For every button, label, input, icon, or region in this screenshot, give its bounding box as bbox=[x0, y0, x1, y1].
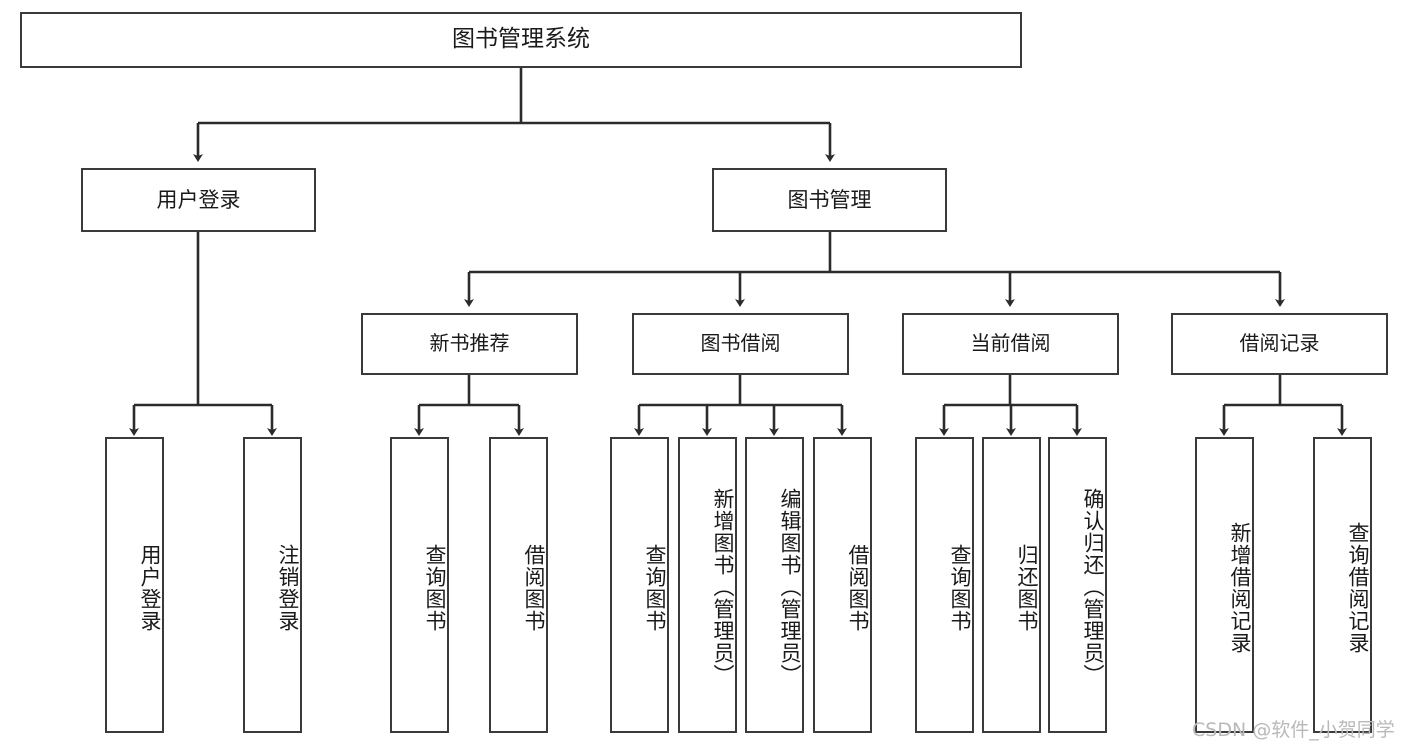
leaf-record-add[interactable]: 新增借阅记录 bbox=[1195, 437, 1254, 733]
node-root[interactable]: 图书管理系统 bbox=[20, 12, 1022, 68]
node-book-borrow[interactable]: 图书借阅 bbox=[632, 313, 849, 375]
leaf-borrow-add-book-admin[interactable]: 新增图书（管理员） bbox=[678, 437, 737, 733]
leaf-borrow-query-book[interactable]: 查询图书 bbox=[610, 437, 669, 733]
leaf-record-query[interactable]: 查询借阅记录 bbox=[1313, 437, 1372, 733]
leaf-current-return-book[interactable]: 归还图书 bbox=[982, 437, 1041, 733]
leaf-borrow-borrow-book[interactable]: 借阅图书 bbox=[813, 437, 872, 733]
node-book-management[interactable]: 图书管理 bbox=[712, 168, 947, 232]
leaf-new-book-borrow[interactable]: 借阅图书 bbox=[489, 437, 548, 733]
leaf-new-book-query[interactable]: 查询图书 bbox=[390, 437, 449, 733]
node-borrow-record[interactable]: 借阅记录 bbox=[1171, 313, 1388, 375]
leaf-user-login-login[interactable]: 用户登录 bbox=[105, 437, 164, 733]
node-current-borrow[interactable]: 当前借阅 bbox=[902, 313, 1119, 375]
node-user-login[interactable]: 用户登录 bbox=[81, 168, 316, 232]
node-new-book-recommend[interactable]: 新书推荐 bbox=[361, 313, 578, 375]
leaf-current-confirm-return-admin[interactable]: 确认归还（管理员） bbox=[1048, 437, 1107, 733]
leaf-user-login-logout[interactable]: 注销登录 bbox=[243, 437, 302, 733]
csdn-watermark: CSDN @软件_小贺同学 bbox=[1192, 719, 1395, 741]
leaf-borrow-edit-book-admin[interactable]: 编辑图书（管理员） bbox=[745, 437, 804, 733]
leaf-current-query-book[interactable]: 查询图书 bbox=[915, 437, 974, 733]
